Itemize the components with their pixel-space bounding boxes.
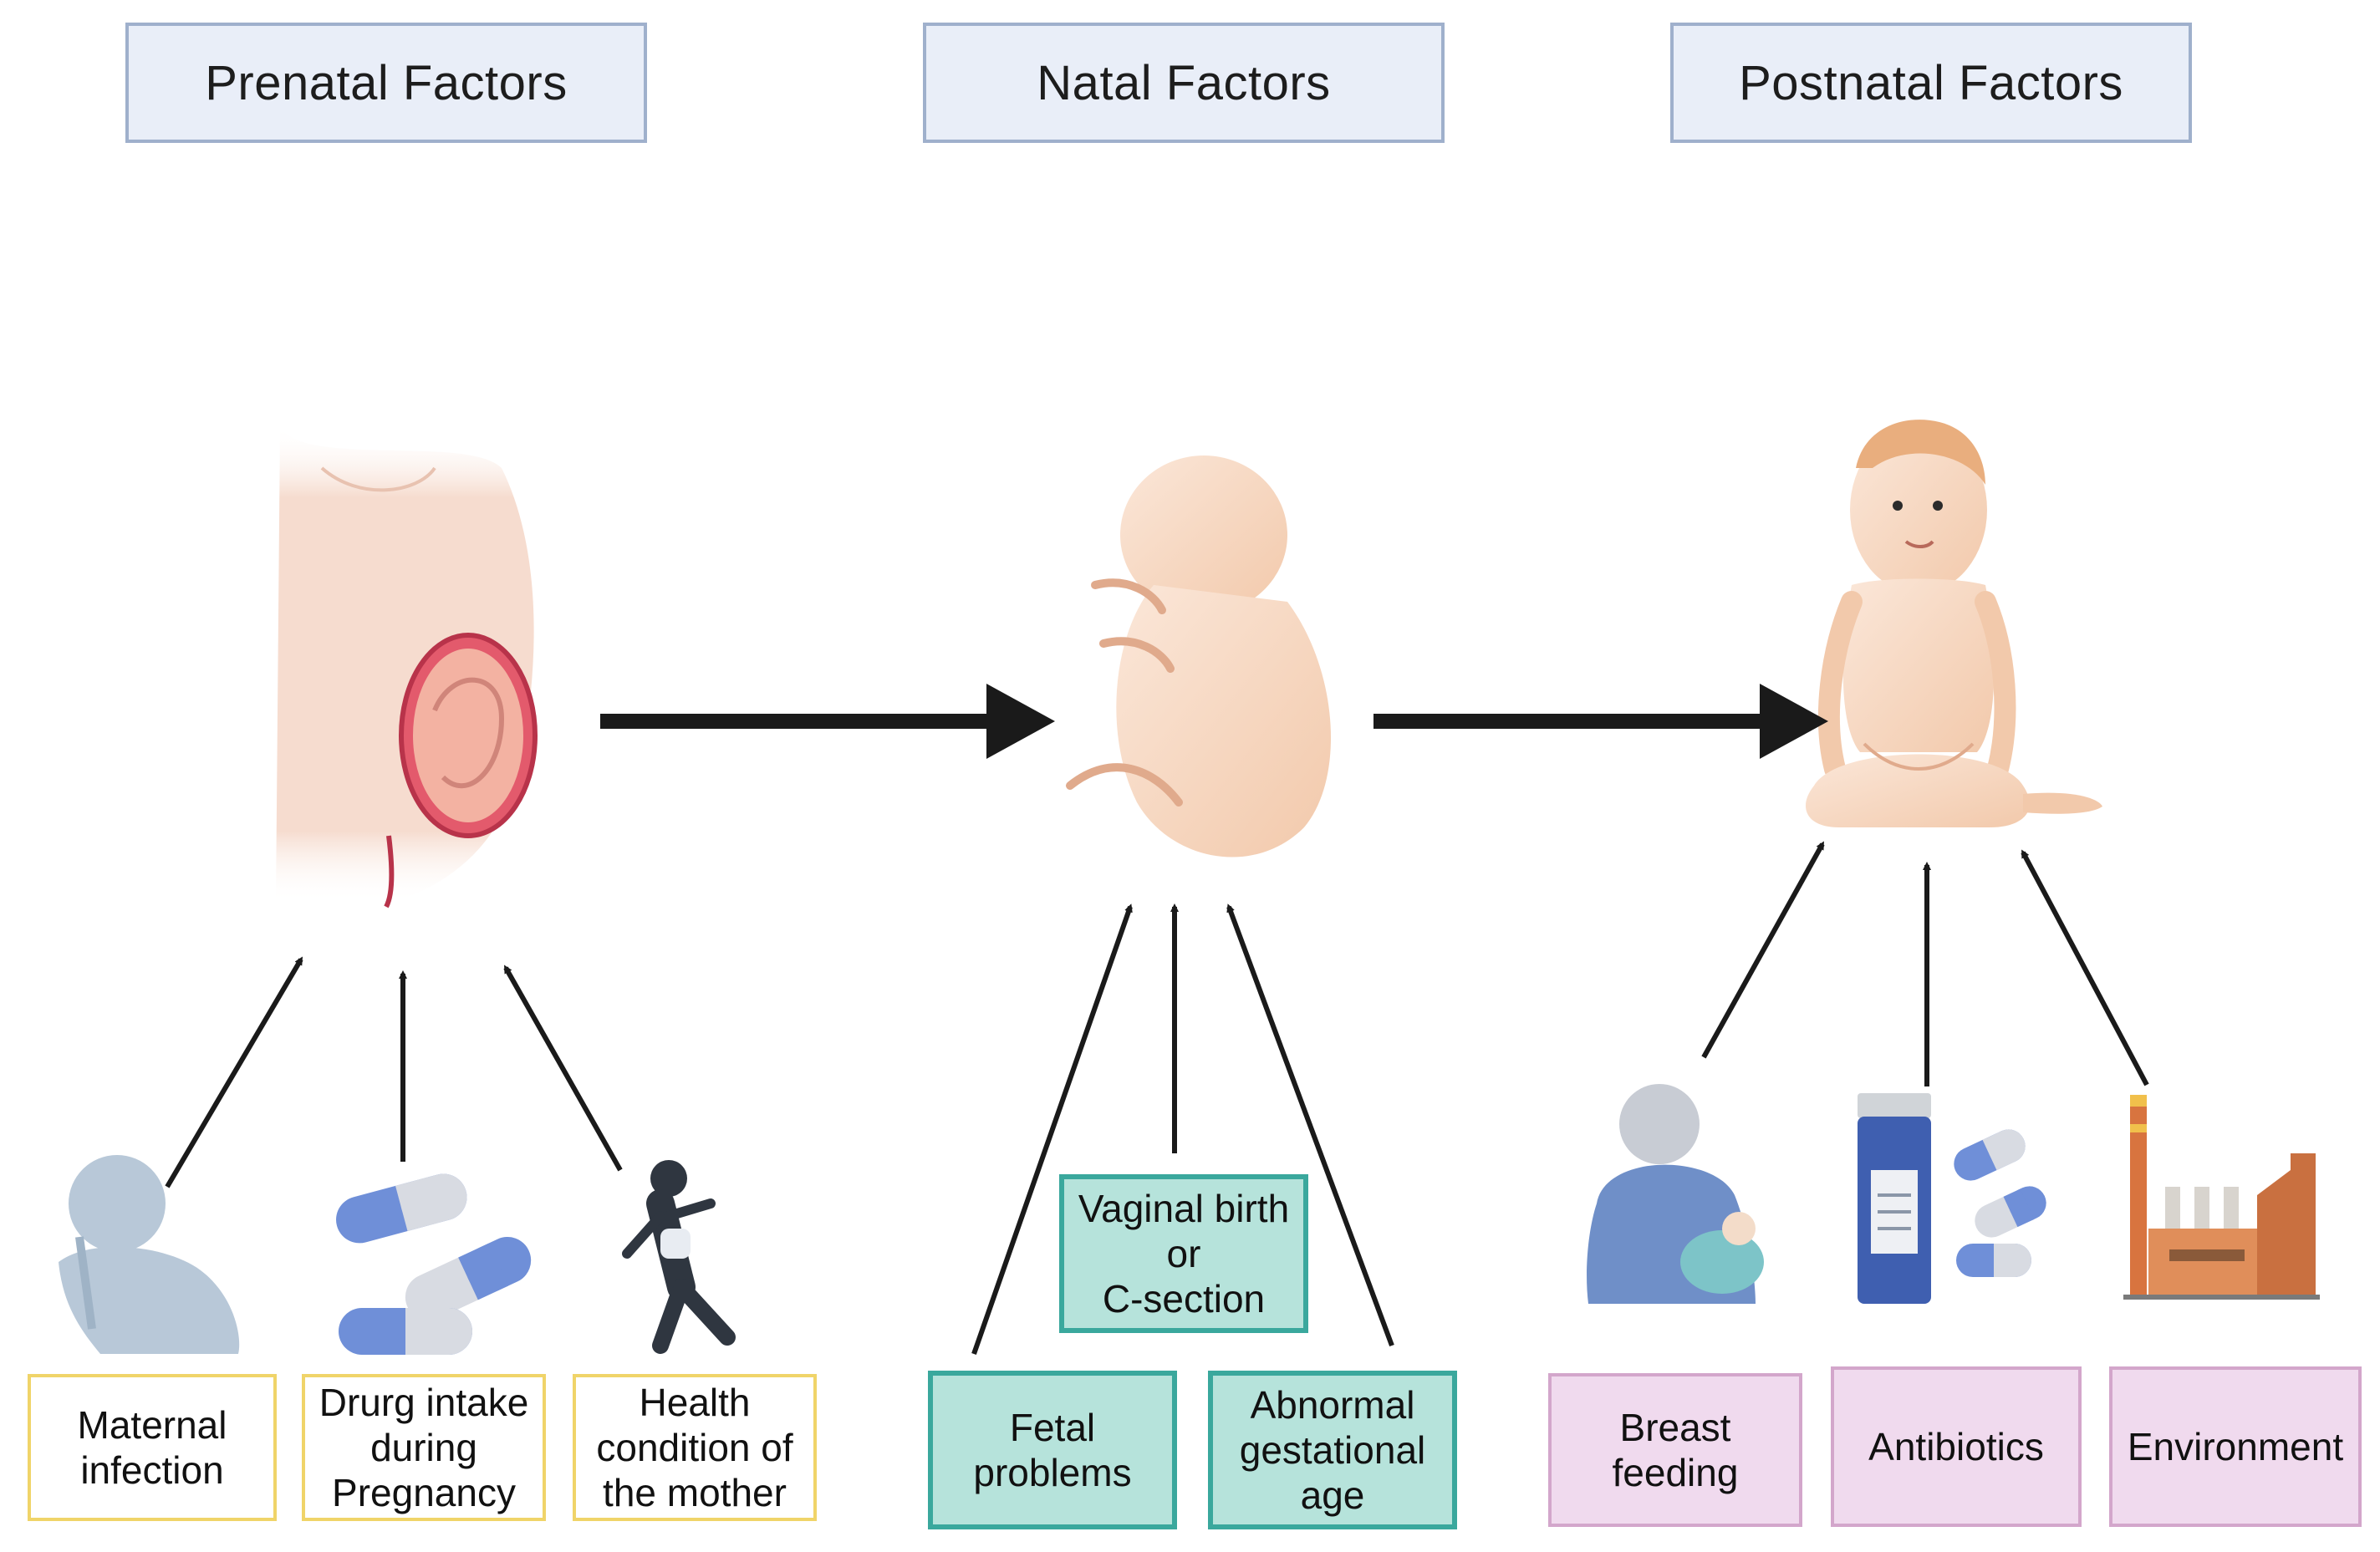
factor-environment: Environment <box>2109 1366 2362 1527</box>
capsules-icon <box>336 1173 532 1355</box>
factor-gestational-age: Abnormal gestational age <box>1208 1371 1457 1529</box>
arrow-gestational-age <box>1226 903 1394 1347</box>
main-arrow-prenatal-to-natal <box>600 684 1055 759</box>
baby-sitting-icon <box>1806 420 2102 827</box>
arrow-environment <box>2021 849 2149 1086</box>
sick-person-icon <box>59 1155 240 1354</box>
factor-breast-feeding-label: Breast feeding <box>1612 1405 1739 1494</box>
runner-icon <box>622 1160 736 1354</box>
factor-drug-intake: Drurg intake during Pregnancy <box>302 1374 546 1521</box>
factor-antibiotics: Antibiotics <box>1831 1366 2082 1527</box>
header-prenatal-label: Prenatal Factors <box>205 55 568 110</box>
main-arrow-natal-to-postnatal <box>1373 684 1828 759</box>
pregnant-belly-icon <box>276 426 538 908</box>
factor-environment-label: Environment <box>2127 1424 2344 1468</box>
arrow-fetal-problems <box>971 903 1133 1355</box>
arrow-breast-feeding <box>1701 841 1825 1059</box>
postnatal-factor-arrows <box>1701 841 2149 1086</box>
header-natal: Natal Factors <box>923 23 1445 143</box>
factor-breast-feeding: Breast feeding <box>1548 1373 1802 1527</box>
header-prenatal: Prenatal Factors <box>125 23 647 143</box>
factor-health-condition-label: Health condition of the mother <box>596 1380 793 1515</box>
factor-gestational-age-label: Abnormal gestational age <box>1239 1382 1426 1518</box>
factor-health-condition: Health condition of the mother <box>573 1374 817 1521</box>
breastfeeding-mother-icon <box>1587 1084 1764 1304</box>
natal-factor-arrows <box>971 903 1394 1355</box>
factor-fetal-problems: Fetal problems <box>928 1371 1177 1529</box>
factor-drug-intake-label: Drurg intake during Pregnancy <box>319 1380 529 1515</box>
factor-fetal-problems-label: Fetal problems <box>973 1405 1132 1494</box>
prenatal-factor-arrows <box>165 956 623 1188</box>
arrow-maternal-infection <box>165 956 303 1188</box>
factory-icon <box>2123 1095 2320 1300</box>
factor-antibiotics-label: Antibiotics <box>1868 1424 2044 1468</box>
factor-delivery-mode-label: Vaginal birth or C-section <box>1078 1186 1290 1321</box>
factor-delivery-mode: Vaginal birth or C-section <box>1059 1174 1308 1333</box>
factor-maternal-infection-label: Maternal infection <box>77 1402 227 1492</box>
arrow-health-condition <box>503 964 623 1172</box>
medicine-bottle-icon <box>1858 1093 2046 1304</box>
header-natal-label: Natal Factors <box>1037 55 1331 110</box>
header-postnatal: Postnatal Factors <box>1670 23 2192 143</box>
header-postnatal-label: Postnatal Factors <box>1739 55 2123 110</box>
fetus-icon <box>1066 455 1332 857</box>
factor-maternal-infection: Maternal infection <box>28 1374 277 1521</box>
